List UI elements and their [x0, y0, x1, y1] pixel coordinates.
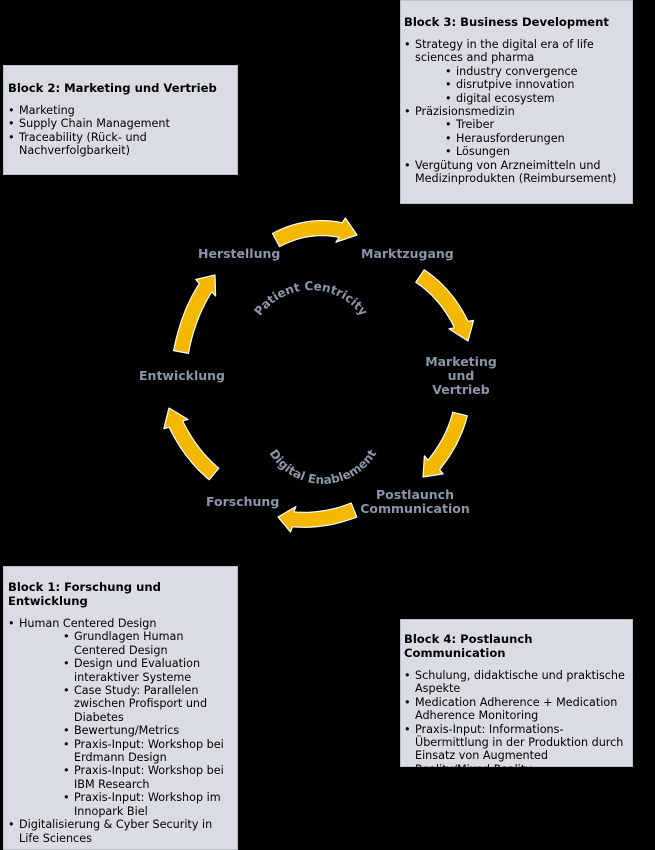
sub-list-item: Bewertung/Metrics	[63, 724, 231, 738]
block-2-marketing-vertrieb: Block 2: Marketing und Vertrieb Marketin…	[3, 65, 238, 175]
list-item: Vergütung von Arzneimitteln und Medizinp…	[404, 159, 626, 186]
block-4-title: Block 4: Postlaunch Communication	[404, 632, 533, 660]
block-4-postlaunch-communication: Block 4: Postlaunch Communication Schulu…	[400, 619, 633, 776]
arrow-forschung-to-entwicklung	[163, 407, 220, 481]
list-item: Praxis-Input: Informations-Übermittlung …	[404, 723, 626, 777]
stage-postlaunch-communication: Postlaunch Communication	[360, 487, 470, 516]
stage-herstellung: Herstellung	[198, 246, 281, 261]
list-item: Präzisionsmedizin	[404, 105, 626, 119]
sub-list-item: digital ecosystem	[445, 92, 626, 106]
block-3-title: Block 3: Business Development	[404, 15, 609, 29]
list-item: Marketing	[8, 104, 231, 118]
center-label-digital-enablement: Digital Enablement	[267, 447, 380, 487]
sub-list-item: Herausforderungen	[445, 132, 626, 146]
sub-list-item: Praxis-Input: Workshop bei IBM Research	[63, 764, 231, 791]
arrow-postlaunch-to-forschung	[277, 502, 358, 533]
arrow-herstellung-to-marktzugang	[271, 217, 358, 248]
center-label-patient-centricity: Patient Centricity	[251, 279, 370, 319]
sub-list-item: industry convergence	[445, 65, 626, 79]
list-item: Supply Chain Management	[8, 117, 231, 131]
arrow-marketing-to-postlaunch	[422, 411, 468, 478]
stage-forschung: Forschung	[206, 494, 280, 509]
sub-list-item: Lösungen	[445, 145, 626, 159]
block-3-business-development: Block 3: Business Development Strategy i…	[400, 0, 633, 204]
block-1-title: Block 1: Forschung und Entwicklung	[8, 580, 161, 608]
list-item: Strategy in the digital era of life scie…	[404, 38, 626, 65]
sub-list-item: Praxis-Input: Workshop im Innopark Biel	[63, 791, 231, 818]
block-2-title: Block 2: Marketing und Vertrieb	[8, 81, 217, 95]
list-item: Human Centered Design	[8, 617, 231, 631]
stage-marktzugang: Marktzugang	[361, 246, 454, 261]
sub-list-item: Grundlagen Human Centered Design	[63, 630, 231, 657]
stage-marketing-und-vertrieb: Marketing und Vertrieb	[425, 354, 497, 397]
list-item: Schulung, didaktische und praktische Asp…	[404, 669, 626, 696]
arrow-entwicklung-to-herstellung	[173, 274, 217, 354]
stage-entwicklung: Entwicklung	[139, 368, 225, 383]
arrow-marktzugang-to-marketing	[415, 269, 475, 342]
block-1-forschung-entwicklung: Block 1: Forschung und Entwicklung Human…	[3, 566, 238, 850]
sub-list-item: disrutpive innovation	[445, 78, 626, 92]
list-item: Digitalisierung & Cyber Security in Life…	[8, 818, 231, 845]
sub-list-item: Design und Evaluation interaktiver Syste…	[63, 657, 231, 684]
sub-list-item: Praxis-Input: Workshop bei Erdmann Desig…	[63, 738, 231, 765]
sub-list-item: Case Study: Parallelen zwischen Profispo…	[63, 684, 231, 724]
list-item: Medication Adherence + Medication Adhere…	[404, 696, 626, 723]
sub-list-item: Treiber	[445, 118, 626, 132]
list-item: Traceability (Rück- und Nachverfolgbarke…	[8, 131, 231, 158]
